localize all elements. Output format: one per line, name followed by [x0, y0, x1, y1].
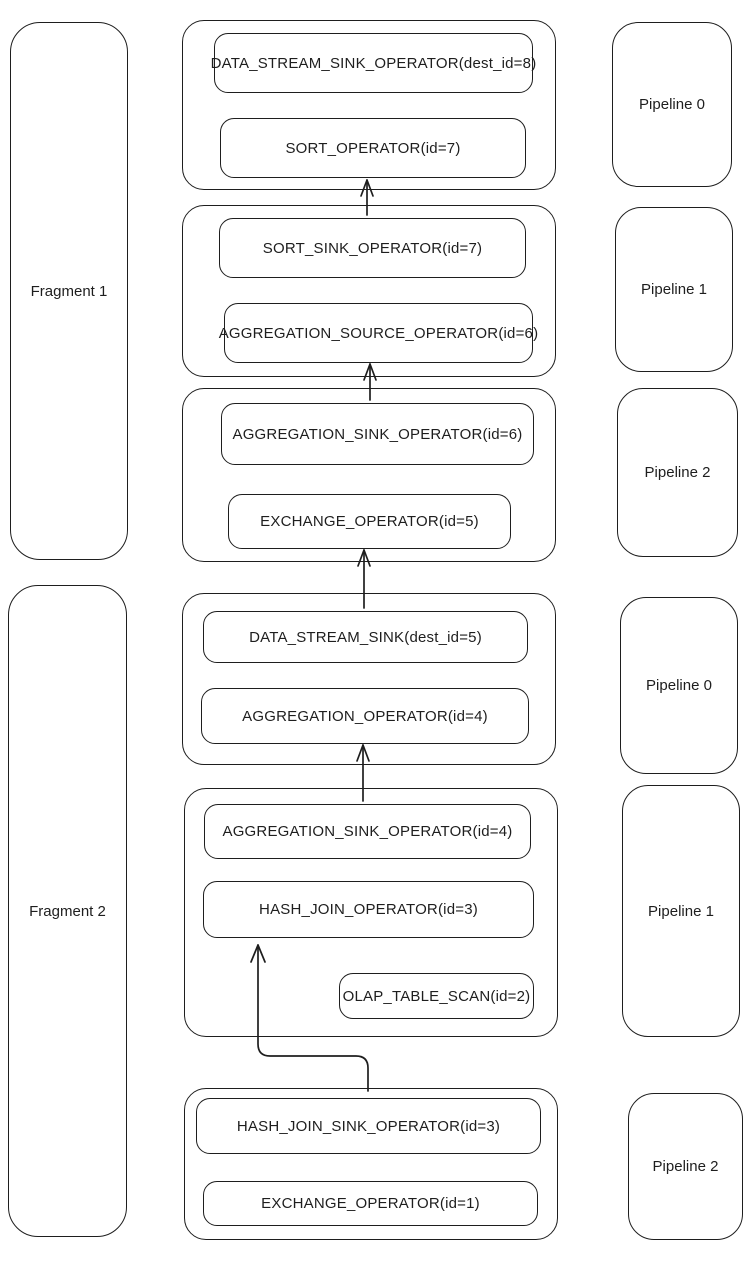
operator-label: OLAP_TABLE_SCAN(id=2)	[342, 987, 531, 1005]
operator-exchange-operator-1: EXCHANGE_OPERATOR(id=1)	[203, 1181, 538, 1226]
pipeline-label: Pipeline 2	[644, 464, 711, 481]
operator-label: EXCHANGE_OPERATOR(id=5)	[260, 513, 479, 530]
operator-data-stream-sink-5: DATA_STREAM_SINK(dest_id=5)	[203, 611, 528, 663]
operator-label: AGGREGATION_SINK_OPERATOR(id=6)	[232, 425, 523, 443]
operator-aggregation-sink-operator-4: AGGREGATION_SINK_OPERATOR(id=4)	[204, 804, 531, 859]
pipeline-box-f1-p2: Pipeline 2	[617, 388, 738, 557]
operator-exchange-operator-5: EXCHANGE_OPERATOR(id=5)	[228, 494, 511, 549]
fragment-1-label: Fragment 1	[30, 282, 108, 300]
operator-sort-sink-operator-7: SORT_SINK_OPERATOR(id=7)	[219, 218, 526, 278]
operator-aggregation-sink-operator-6: AGGREGATION_SINK_OPERATOR(id=6)	[221, 403, 534, 465]
pipeline-box-f1-p1: Pipeline 1	[615, 207, 733, 372]
operator-label: HASH_JOIN_OPERATOR(id=3)	[259, 901, 478, 918]
pipeline-label: Pipeline 1	[641, 281, 707, 298]
operator-label: HASH_JOIN_SINK_OPERATOR(id=3)	[236, 1117, 501, 1135]
group-fragment1-pipeline2: AGGREGATION_SINK_OPERATOR(id=6) EXCHANGE…	[182, 388, 556, 562]
pipeline-box-f1-p0: Pipeline 0	[612, 22, 732, 187]
operator-data-stream-sink-operator-8: DATA_STREAM_SINK_OPERATOR(dest_id=8)	[211, 33, 536, 93]
operator-hash-join-operator-3: HASH_JOIN_OPERATOR(id=3)	[203, 881, 534, 938]
pipeline-label: Pipeline 2	[652, 1158, 719, 1175]
pipeline-box-f2-p0: Pipeline 0	[620, 597, 738, 774]
operator-label: SORT_OPERATOR(id=7)	[285, 139, 461, 157]
fragment-1-box: Fragment 1	[10, 22, 128, 560]
group-fragment2-pipeline0: DATA_STREAM_SINK(dest_id=5) AGGREGATION_…	[182, 593, 556, 765]
group-fragment2-pipeline1: AGGREGATION_SINK_OPERATOR(id=4) HASH_JOI…	[184, 788, 558, 1037]
operator-label: AGGREGATION_SOURCE_OPERATOR(id=6)	[218, 324, 539, 342]
operator-label: EXCHANGE_OPERATOR(id=1)	[261, 1195, 480, 1212]
operator-label: SORT_SINK_OPERATOR(id=7)	[262, 239, 483, 257]
operator-olap-table-scan-2: OLAP_TABLE_SCAN(id=2)	[339, 973, 534, 1019]
pipeline-label: Pipeline 0	[646, 677, 712, 694]
fragment-2-box: Fragment 2	[8, 585, 127, 1237]
operator-hash-join-sink-operator-3: HASH_JOIN_SINK_OPERATOR(id=3)	[196, 1098, 541, 1154]
operator-aggregation-operator-4: AGGREGATION_OPERATOR(id=4)	[201, 688, 529, 744]
operator-sort-operator-7: SORT_OPERATOR(id=7)	[220, 118, 526, 178]
fragment-2-label: Fragment 2	[29, 902, 106, 920]
group-fragment2-pipeline2: HASH_JOIN_SINK_OPERATOR(id=3) EXCHANGE_O…	[184, 1088, 558, 1240]
operator-label: AGGREGATION_SINK_OPERATOR(id=4)	[222, 823, 513, 840]
operator-label: AGGREGATION_OPERATOR(id=4)	[242, 707, 488, 725]
operator-aggregation-source-operator-6: AGGREGATION_SOURCE_OPERATOR(id=6)	[219, 303, 538, 363]
group-fragment1-pipeline1: SORT_SINK_OPERATOR(id=7) AGGREGATION_SOU…	[182, 205, 556, 377]
pipeline-label: Pipeline 0	[639, 96, 705, 113]
pipeline-label: Pipeline 1	[648, 902, 714, 920]
pipeline-box-f2-p1: Pipeline 1	[622, 785, 740, 1037]
group-fragment1-pipeline0: DATA_STREAM_SINK_OPERATOR(dest_id=8) SOR…	[182, 20, 556, 190]
operator-label: DATA_STREAM_SINK_OPERATOR(dest_id=8)	[210, 54, 537, 72]
operator-label: DATA_STREAM_SINK(dest_id=5)	[249, 628, 482, 646]
pipeline-box-f2-p2: Pipeline 2	[628, 1093, 743, 1240]
